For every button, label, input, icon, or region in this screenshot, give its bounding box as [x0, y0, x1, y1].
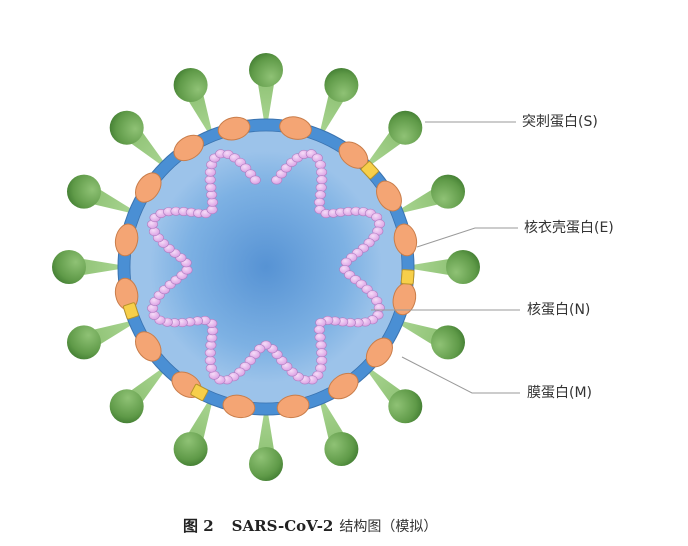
envelope-proteins	[122, 161, 415, 401]
spike-protein-icon	[367, 368, 423, 424]
label-nucleocapsid-protein: 核蛋白(N)	[527, 302, 591, 318]
membrane-protein-icon	[376, 180, 402, 212]
spike-protein-icon	[173, 401, 212, 467]
envelope-protein-icon	[190, 383, 209, 401]
nucleocapsid-bead	[249, 175, 261, 185]
nucleocapsid-bead	[315, 340, 327, 350]
nucleocapsid-bead	[316, 355, 328, 365]
membrane-protein-icon	[173, 134, 204, 162]
spike-protein-icon	[400, 321, 466, 360]
spike-protein-icon	[412, 250, 480, 284]
spike-protein-icon	[249, 413, 283, 481]
membrane-protein-icon	[365, 337, 393, 368]
membrane-proteins	[114, 116, 418, 419]
nucleocapsid-bead	[316, 175, 328, 185]
nucleocapsid-bead	[204, 348, 216, 358]
nucleocapsid-bead	[207, 197, 219, 207]
nucleocapsid-bead	[340, 257, 352, 267]
nucleocapsid-bead	[204, 175, 216, 185]
spike-protein-icon	[109, 368, 165, 424]
nucleocapsid-bead	[204, 355, 216, 365]
nucleocapsid-bead	[148, 227, 160, 237]
nucleocapsid-bead	[316, 348, 328, 358]
nucleocapsid-bead	[316, 167, 328, 177]
membrane-protein-icon	[328, 372, 359, 400]
membrane-protein-icon	[222, 394, 256, 419]
spike-protein-icon	[249, 53, 283, 121]
membrane-protein-icon	[135, 331, 162, 362]
envelope-protein-icon	[360, 161, 379, 180]
membrane-protein-icon	[393, 223, 418, 257]
label-membrane-protein: 膜蛋白(M)	[527, 385, 593, 401]
envelope-protein-icon	[400, 269, 415, 285]
membrane-protein-icon	[276, 394, 310, 419]
spike-protein-icon	[66, 174, 132, 213]
spike-protein-icon	[173, 67, 212, 133]
nucleocapsid-bead	[313, 325, 325, 335]
nucleocapsid-bead	[205, 183, 217, 193]
caption-virus-name: SARS-CoV-2	[231, 517, 334, 535]
nucleocapsid-bead	[314, 190, 326, 200]
leader-lines	[371, 121, 520, 394]
nucleocapsid-bead	[204, 167, 216, 177]
spike-proteins	[52, 53, 480, 481]
spike-protein-icon	[109, 110, 165, 166]
membrane-protein-icon	[135, 172, 162, 203]
spike-protein-icon	[66, 321, 132, 360]
spike-protein-icon	[52, 250, 120, 284]
label-envelope-protein: 核衣壳蛋白(E)	[524, 220, 614, 236]
spike-protein-icon	[400, 174, 466, 213]
nucleocapsid-bead	[314, 160, 326, 170]
nucleocapsid-bead	[314, 332, 326, 342]
caption-figure-number: 图 2	[183, 517, 214, 535]
leader-line-membrane	[401, 356, 520, 394]
nucleocapsid-chain	[147, 149, 385, 385]
spike-protein-icon	[367, 110, 423, 166]
caption-description: 结构图（模拟）	[339, 519, 438, 535]
leader-line-envelope	[416, 227, 518, 248]
envelope-protein-icon	[122, 302, 139, 320]
figure-caption: 图 2 SARS-CoV-2 结构图（模拟）	[183, 515, 437, 536]
spike-protein-icon	[320, 401, 359, 467]
nucleocapsid-bead	[205, 363, 217, 373]
membrane-protein-icon	[217, 116, 251, 141]
spike-protein-icon	[320, 67, 359, 133]
label-spike-protein: 突刺蛋白(S)	[522, 114, 598, 130]
membrane-protein-icon	[114, 223, 139, 257]
membrane-protein-icon	[279, 116, 312, 140]
